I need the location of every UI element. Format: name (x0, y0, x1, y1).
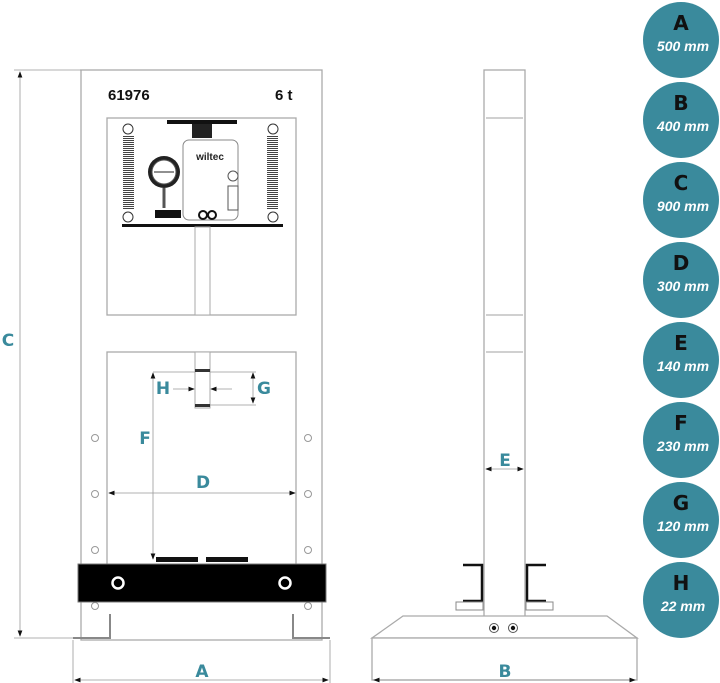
svg-text:H: H (673, 571, 690, 595)
dim-label-h: H (156, 379, 170, 399)
bracket-right (525, 563, 546, 603)
legend-item-h: H 22 mm (643, 562, 719, 638)
svg-text:900 mm: 900 mm (657, 198, 709, 214)
dim-label-e: E (499, 451, 511, 471)
svg-text:22 mm: 22 mm (660, 598, 705, 614)
svg-text:E: E (674, 331, 688, 355)
svg-text:230 mm: 230 mm (656, 438, 709, 454)
svg-text:400 mm: 400 mm (656, 118, 709, 134)
dim-label-g: G (257, 379, 271, 399)
press-table-beam (77, 563, 327, 603)
front-view: 61976 6 t wiltec (2, 69, 331, 683)
press-plate-left (156, 557, 198, 562)
legend-item-a: A 500 mm (643, 2, 719, 78)
svg-text:D: D (673, 251, 690, 275)
dim-label-b: B (499, 662, 512, 682)
capacity-label: 6 t (275, 87, 293, 104)
side-column (483, 69, 526, 619)
spring-left (123, 135, 134, 210)
svg-text:C: C (674, 171, 689, 195)
svg-text:120 mm: 120 mm (657, 518, 709, 534)
ram-tip (194, 351, 211, 409)
bracket-left (463, 563, 484, 603)
bottle-jack: wiltec (122, 120, 283, 316)
legend-item-d: D 300 mm (643, 242, 719, 318)
svg-text:140 mm: 140 mm (657, 358, 709, 374)
side-view: E B (369, 69, 639, 683)
dim-label-d: D (196, 473, 210, 493)
foot-left (73, 614, 111, 639)
spring-right (267, 135, 278, 210)
svg-text:G: G (673, 491, 689, 515)
svg-text:500 mm: 500 mm (657, 38, 709, 54)
svg-text:A: A (673, 11, 689, 35)
dim-label-f: F (139, 429, 151, 449)
svg-text:300 mm: 300 mm (657, 278, 709, 294)
dim-label-a: A (195, 662, 209, 682)
legend-item-g: G 120 mm (643, 482, 719, 558)
svg-text:B: B (673, 91, 688, 115)
press-plate-right (206, 557, 248, 562)
legend-item-b: B 400 mm (643, 82, 719, 158)
jack-brand: wiltec (195, 152, 224, 163)
adjustment-holes (91, 434, 312, 610)
dim-label-c: C (2, 331, 14, 351)
legend-item-f: F 230 mm (643, 402, 719, 478)
legend-item-c: C 900 mm (643, 162, 719, 238)
svg-text:F: F (674, 411, 688, 435)
model-number: 61976 (108, 87, 150, 104)
legend-item-e: E 140 mm (643, 322, 719, 398)
foot-right (292, 614, 330, 639)
